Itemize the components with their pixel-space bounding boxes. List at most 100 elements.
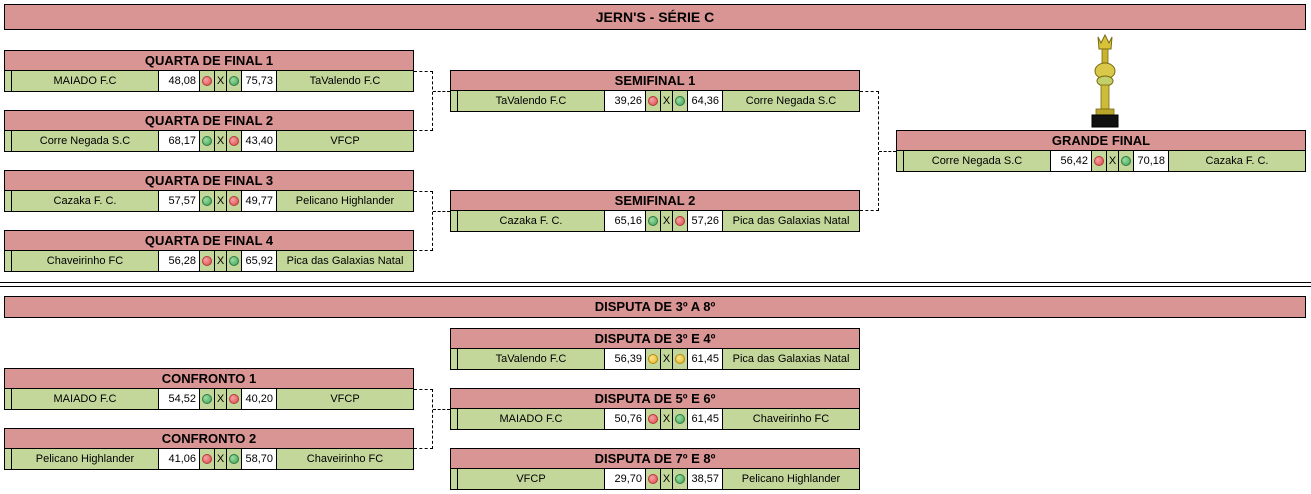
- team1-name: Cazaka F. C.: [499, 215, 563, 227]
- team1-name: Cazaka F. C.: [53, 195, 117, 207]
- team1-result: [1092, 151, 1106, 171]
- team2-result: [673, 409, 687, 429]
- trophy-icon: [1091, 33, 1119, 128]
- bracket-connector: [433, 409, 450, 410]
- team1-score: 56,39: [604, 349, 646, 369]
- team1-name: TaValendo F.C: [495, 353, 567, 365]
- section-title: DISPUTA DE 3º A 8º: [4, 296, 1306, 318]
- team1-result: [200, 191, 214, 211]
- match-title: CONFRONTO 2: [4, 428, 414, 449]
- green-dot-icon: [1121, 156, 1131, 166]
- row-spacer: [5, 389, 12, 409]
- versus-mark: X: [214, 449, 227, 469]
- green-dot-icon: [675, 96, 685, 106]
- team1-score: 41,06: [158, 449, 200, 469]
- red-dot-icon: [229, 136, 239, 146]
- team1-score: 39,26: [604, 91, 646, 111]
- team2-result: [673, 211, 687, 231]
- bracket-connector: [433, 91, 450, 92]
- team1-result: [200, 71, 214, 91]
- team1-result: [200, 449, 214, 469]
- row-spacer: [5, 131, 12, 151]
- row-spacer: [5, 71, 12, 91]
- team2-name: Chaveirinho FC: [306, 453, 384, 465]
- team1-name: Corre Negada S.C: [39, 135, 131, 147]
- team1-score: 56,28: [158, 251, 200, 271]
- team1-name: VFCP: [516, 473, 546, 485]
- team1-score: 50,76: [604, 409, 646, 429]
- team2-score: 58,70: [241, 449, 277, 469]
- team1-score: 57,57: [158, 191, 200, 211]
- team2-score: 70,18: [1133, 151, 1169, 171]
- yellow-dot-icon: [648, 354, 658, 364]
- team1-result: [646, 349, 660, 369]
- team2-result: [227, 449, 241, 469]
- team2-result: [227, 131, 241, 151]
- match-title: CONFRONTO 1: [4, 368, 414, 389]
- bracket-connector: [879, 151, 896, 152]
- team2-result: [1119, 151, 1133, 171]
- green-dot-icon: [675, 414, 685, 424]
- red-dot-icon: [648, 474, 658, 484]
- team2-score: 65,92: [241, 251, 277, 271]
- row-spacer: [5, 191, 12, 211]
- team2-name: TaValendo F.C: [309, 75, 381, 87]
- team2-score: 61,45: [687, 409, 723, 429]
- versus-mark: X: [660, 349, 673, 369]
- team2-result: [673, 349, 687, 369]
- team1-score: 56,42: [1050, 151, 1092, 171]
- row-spacer: [5, 251, 12, 271]
- match-title: DISPUTA DE 5º E 6º: [450, 388, 860, 409]
- bracket-connector: [414, 71, 433, 131]
- versus-mark: X: [214, 131, 227, 151]
- red-dot-icon: [648, 414, 658, 424]
- match-title: DISPUTA DE 3º E 4º: [450, 328, 860, 349]
- match-title: GRANDE FINAL: [896, 130, 1306, 151]
- team2-name: Corre Negada S.C: [745, 95, 837, 107]
- green-dot-icon: [229, 76, 239, 86]
- team1-name: Chaveirinho FC: [46, 255, 124, 267]
- green-dot-icon: [202, 196, 212, 206]
- team2-name: Pica das Galaxias Natal: [286, 255, 404, 267]
- team2-result: [673, 91, 687, 111]
- team2-score: 40,20: [241, 389, 277, 409]
- team2-result: [227, 251, 241, 271]
- row-spacer: [451, 91, 458, 111]
- team2-score: 38,57: [687, 469, 723, 489]
- yellow-dot-icon: [675, 354, 685, 364]
- page-title: JERN'S - SÉRIE C: [4, 4, 1306, 30]
- red-dot-icon: [648, 96, 658, 106]
- green-dot-icon: [202, 394, 212, 404]
- row-spacer: [451, 349, 458, 369]
- team2-name: Pelicano Highlander: [295, 195, 395, 207]
- team1-result: [646, 409, 660, 429]
- team1-score: 29,70: [604, 469, 646, 489]
- red-dot-icon: [202, 256, 212, 266]
- match-title: QUARTA DE FINAL 1: [4, 50, 414, 71]
- red-dot-icon: [229, 394, 239, 404]
- team2-score: 43,40: [241, 131, 277, 151]
- team1-result: [646, 211, 660, 231]
- team2-result: [227, 389, 241, 409]
- row-spacer: [451, 211, 458, 231]
- green-dot-icon: [675, 474, 685, 484]
- red-dot-icon: [202, 76, 212, 86]
- section-divider: [0, 286, 1311, 287]
- versus-mark: X: [214, 191, 227, 211]
- team1-name: Corre Negada S.C: [931, 155, 1023, 167]
